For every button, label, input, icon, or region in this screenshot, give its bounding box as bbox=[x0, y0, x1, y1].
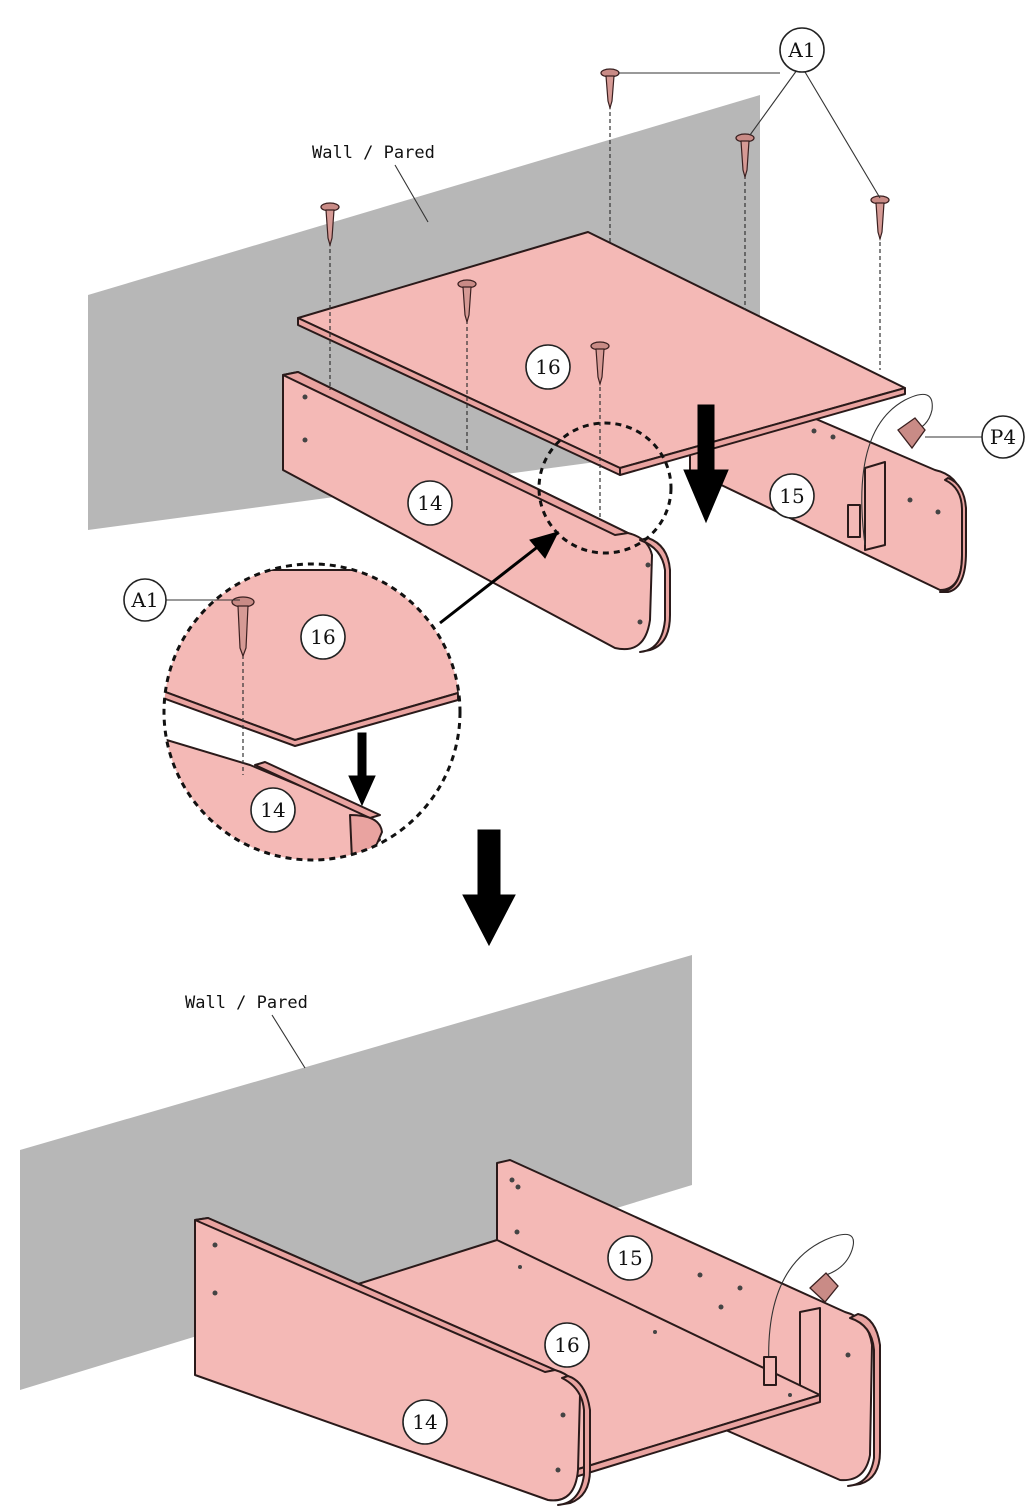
screw-icon bbox=[870, 195, 890, 242]
top-assembly: Wall / Pared bbox=[88, 27, 1025, 653]
svg-text:14: 14 bbox=[412, 1410, 437, 1434]
wall-bottom bbox=[20, 955, 692, 1390]
callout-16-top: 16 bbox=[525, 344, 571, 390]
callout-15-bottom: 15 bbox=[607, 1235, 653, 1281]
screw-icon bbox=[457, 279, 477, 325]
bottom-assembly: Wall / Pared bbox=[20, 955, 881, 1506]
hook-icon bbox=[763, 1233, 854, 1386]
svg-text:15: 15 bbox=[617, 1246, 642, 1270]
callout-14-top: 14 bbox=[407, 480, 453, 526]
svg-text:14: 14 bbox=[260, 798, 285, 822]
screw-icon bbox=[735, 133, 755, 180]
panel-14-bottom bbox=[194, 1217, 591, 1506]
zoom-target-ring bbox=[537, 421, 673, 555]
callout-16-bottom: 16 bbox=[544, 1322, 590, 1368]
step-arrow-icon bbox=[462, 829, 516, 947]
panel-15-top bbox=[689, 394, 967, 593]
svg-text:16: 16 bbox=[310, 625, 335, 649]
callout-16-detail: 16 bbox=[300, 614, 346, 660]
zoom-arrow-icon bbox=[439, 531, 559, 625]
detail-view: A1 16 14 bbox=[123, 531, 559, 862]
svg-text:16: 16 bbox=[535, 355, 560, 379]
wall-label-top: Wall / Pared bbox=[312, 143, 435, 163]
svg-text:15: 15 bbox=[779, 484, 804, 508]
wall-label-bottom: Wall / Pared bbox=[185, 993, 308, 1013]
screw-icon bbox=[590, 341, 610, 387]
svg-text:16: 16 bbox=[554, 1333, 579, 1357]
svg-text:A1: A1 bbox=[130, 588, 158, 612]
callout-14-bottom: 14 bbox=[402, 1399, 448, 1445]
callout-15-top: 15 bbox=[769, 473, 815, 519]
svg-text:A1: A1 bbox=[787, 38, 815, 62]
svg-text:P4: P4 bbox=[990, 425, 1016, 449]
hook-icon bbox=[861, 393, 985, 546]
callout-a1-detail: A1 bbox=[123, 578, 167, 622]
screw-icon bbox=[320, 202, 340, 248]
panel-14-top bbox=[282, 371, 671, 653]
callout-p4: P4 bbox=[981, 415, 1025, 459]
screw-icon bbox=[600, 68, 620, 111]
callout-14-detail: 14 bbox=[250, 787, 296, 833]
arrow-down-icon bbox=[683, 404, 729, 524]
callout-a1-top: A1 bbox=[779, 27, 825, 73]
svg-text:14: 14 bbox=[417, 491, 442, 515]
